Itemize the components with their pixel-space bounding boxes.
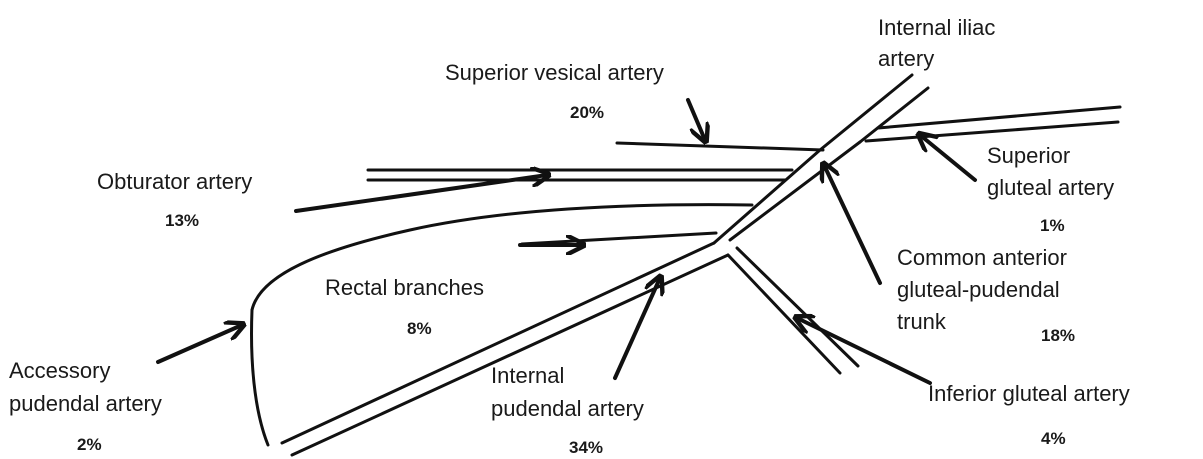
common-trunk-line3: trunk — [897, 309, 947, 334]
common-trunk-arrow — [824, 165, 880, 283]
superior-vesical-label: Superior vesical artery 20% — [445, 60, 664, 122]
superior-gluteal-arrow — [920, 135, 975, 180]
internal-pudendal-line2: pudendal artery — [491, 396, 644, 421]
common-trunk-percent: 18% — [1041, 326, 1075, 345]
internal-pudendal-line1: Internal — [491, 363, 564, 388]
superior-gluteal-percent: 1% — [1040, 216, 1065, 235]
common-trunk-vessel-left — [714, 150, 820, 243]
inferior-gluteal-vessel-right — [737, 248, 858, 366]
obturator-percent: 13% — [165, 211, 199, 230]
inferior-gluteal-label: Inferior gluteal artery 4% — [928, 381, 1130, 448]
rectal-branches-label: Rectal branches 8% — [325, 275, 484, 338]
superior-vesical-name: Superior vesical artery — [445, 60, 664, 85]
accessory-pudendal-vessel — [252, 310, 268, 445]
inferior-gluteal-name: Inferior gluteal artery — [928, 381, 1130, 406]
obturator-label: Obturator artery 13% — [97, 169, 252, 230]
superior-vesical-percent: 20% — [570, 103, 604, 122]
rectal-branches-name: Rectal branches — [325, 275, 484, 300]
accessory-pudendal-percent: 2% — [77, 435, 102, 454]
inferior-gluteal-vessel-left — [728, 255, 840, 373]
common-trunk-line2: gluteal-pudendal — [897, 277, 1060, 302]
internal-iliac-vessel-lower — [860, 88, 928, 142]
common-trunk-vessel-right — [730, 142, 860, 240]
internal-iliac-label-line2: artery — [878, 46, 934, 71]
internal-pudendal-percent: 34% — [569, 438, 603, 457]
internal-pudendal-arrow — [615, 278, 660, 378]
common-trunk-line1: Common anterior — [897, 245, 1067, 270]
rectal-branches-percent: 8% — [407, 319, 432, 338]
obturator-name: Obturator artery — [97, 169, 252, 194]
rectal-branch-vessel-lower — [522, 233, 716, 244]
superior-gluteal-line2: gluteal artery — [987, 175, 1114, 200]
superior-vesical-vessel — [617, 143, 823, 150]
accessory-pudendal-line1: Accessory — [9, 358, 110, 383]
internal-iliac-label-line1: Internal iliac — [878, 15, 995, 40]
internal-pudendal-label: Internal pudendal artery 34% — [491, 363, 644, 457]
accessory-pudendal-arrow — [158, 325, 242, 362]
internal-iliac-label: Internal iliac artery — [878, 15, 995, 71]
accessory-pudendal-line2: pudendal artery — [9, 391, 162, 416]
inferior-gluteal-percent: 4% — [1041, 429, 1066, 448]
common-anterior-trunk-label: Common anterior gluteal-pudendal trunk 1… — [897, 245, 1075, 345]
superior-gluteal-line1: Superior — [987, 143, 1070, 168]
superior-gluteal-label: Superior gluteal artery 1% — [987, 143, 1114, 235]
accessory-pudendal-label: Accessory pudendal artery 2% — [9, 358, 162, 454]
superior-vesical-arrow — [688, 100, 705, 140]
